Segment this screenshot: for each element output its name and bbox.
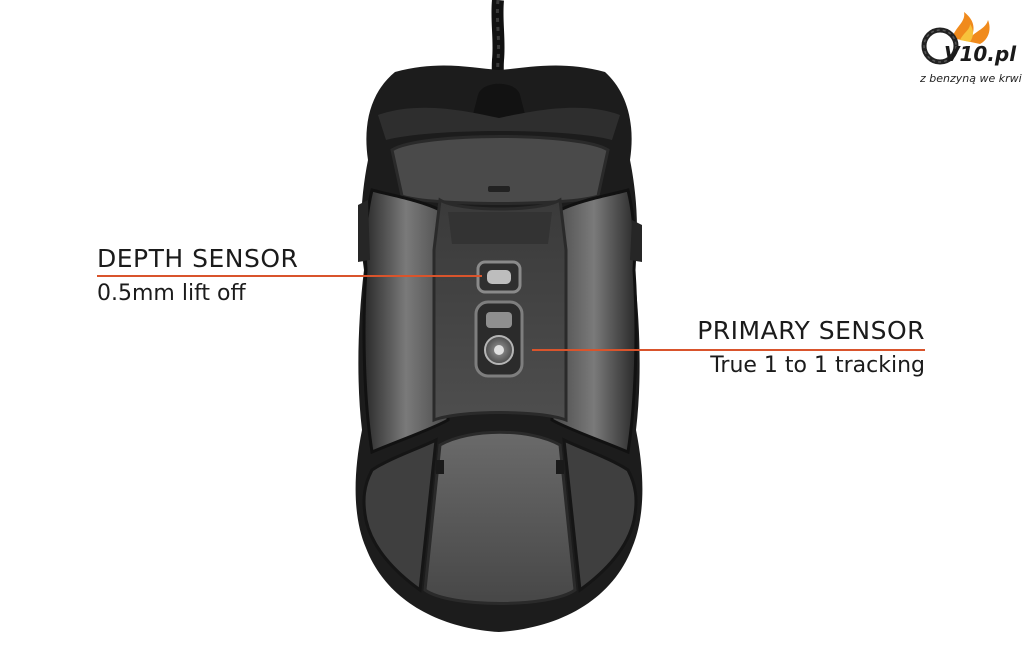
- front-glide-pad: [390, 135, 610, 205]
- right-side-button: [630, 220, 642, 262]
- flame-icon: [952, 12, 990, 44]
- depth-sensor-leader-line: [97, 275, 482, 277]
- depth-sensor-icon: [476, 260, 522, 294]
- front-notch: [488, 186, 510, 192]
- depth-sensor-title: DEPTH SENSOR: [97, 244, 299, 273]
- watermark-brand: V10.pl: [944, 42, 1017, 66]
- watermark-tagline: z benzyną we krwi: [920, 72, 1022, 85]
- depth-sensor-subtitle: 0.5mm lift off: [97, 281, 246, 306]
- cable-strain-relief: [472, 83, 526, 118]
- rear-left-panel: [362, 437, 438, 593]
- rear-right-panel: [562, 437, 638, 593]
- primary-sensor-leader-line: [532, 349, 925, 351]
- primary-sensor-callout: PRIMARY SENSOR True 1 to 1 tracking: [640, 316, 925, 380]
- primary-sensor-subtitle: True 1 to 1 tracking: [710, 353, 925, 378]
- primary-sensor-icon: [474, 300, 524, 378]
- primary-sensor-title: PRIMARY SENSOR: [697, 316, 925, 345]
- depth-sensor-callout: DEPTH SENSOR 0.5mm lift off: [97, 244, 298, 308]
- left-side-button: [358, 200, 370, 262]
- rear-glide-pad: [423, 430, 577, 605]
- tire-logo-icon: [921, 27, 959, 65]
- watermark-logo: V10.pl z benzyną we krwi: [906, 8, 1022, 88]
